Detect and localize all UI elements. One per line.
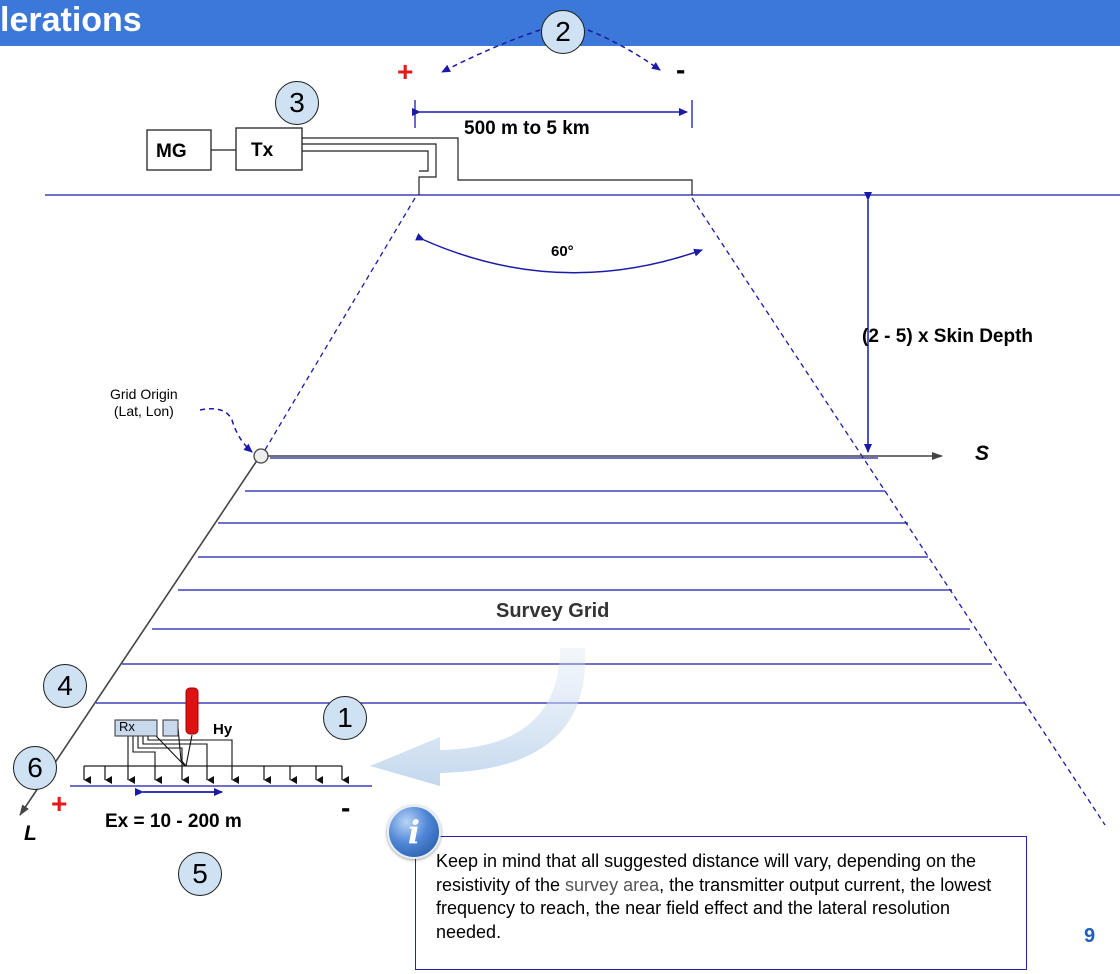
rx-label: Rx [119,719,135,734]
info-note-text-part2: , the transmitter output current, the lo… [436,874,992,942]
ex-range-label: Ex = 10 - 200 m [105,811,242,832]
tx-minus-sign: - [676,54,686,85]
receiver-electrodes [83,766,349,784]
angle-label: 60° [551,243,574,260]
l-axis-line [19,455,261,816]
marker-number-1: 1 [323,696,367,740]
grid-origin-label-line1: Grid Origin [110,386,178,402]
info-note-box [415,836,1027,970]
tx-label: Tx [251,140,274,161]
grid-origin-pointer [199,408,253,453]
marker-number-5: 5 [178,852,222,896]
marker-number-6: 6 [13,746,57,790]
survey-grid-label: Survey Grid [496,600,610,622]
info-note-text-part1: Keep in mind that all suggested distance… [436,851,977,895]
angle-arc [415,233,703,274]
info-icon: i [387,805,441,859]
cable-to-plus-electrode [302,143,437,195]
hy-sensor [185,687,199,735]
marker-number-2: 2 [541,10,585,54]
tx-box [235,127,303,171]
page-title: lerations [0,1,142,39]
rx-minus-sign: - [341,792,351,823]
hy-label: Hy [213,721,233,738]
l-axis-label: L [24,822,37,845]
depth-label: (2 - 5) x Skin Depth [862,326,1034,347]
dipole-length-label: 500 m to 5 km [464,118,590,139]
mg-label: MG [156,141,187,162]
cone-left-line [261,197,416,456]
pointer-to-plus [441,29,541,73]
rx-wires [127,727,233,767]
pointer-to-minus [587,29,661,71]
curved-pointer-arrow [370,648,586,786]
grid-origin-label: Grid Origin (Lat, Lon) [110,386,178,420]
info-note-text: Keep in mind that all suggested distance… [436,850,1016,944]
tx-plus-sign: + [397,56,414,87]
grid-origin-marker [253,448,269,464]
cable-to-minus-electrode [302,150,429,172]
mg-box [146,129,212,171]
s-axis-label: S [975,442,990,465]
survey-area-link[interactable]: survey area [565,874,660,895]
marker-number-4: 4 [43,664,87,708]
grid-origin-label-line2: (Lat, Lon) [113,403,174,419]
cone-right-line [691,197,1106,826]
marker-number-3: 3 [275,81,319,125]
page-number: 9 [1084,925,1096,947]
rx-box [114,719,158,737]
rx-plus-sign: + [51,788,68,819]
